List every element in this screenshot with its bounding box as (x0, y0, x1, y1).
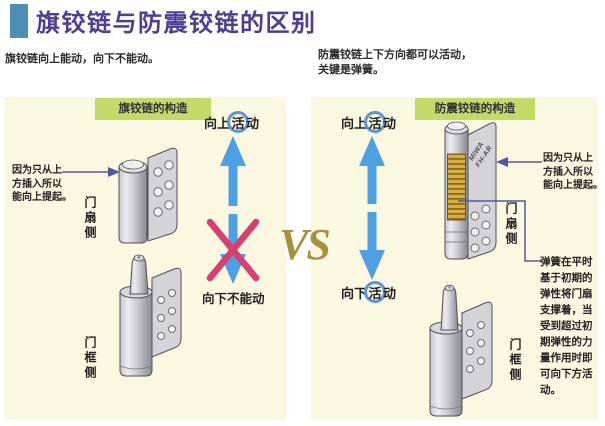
up-arrow-icon (220, 136, 246, 206)
pin-tip-dot (137, 256, 141, 259)
left-callout-arrow-icon (62, 167, 120, 177)
right-down-label-pre: 向下 (341, 285, 368, 301)
page-title: 旗铰链与防震铰链的区别 (36, 10, 317, 37)
spring-callout-connector-line (458, 200, 542, 262)
intro-text-flag-hinge: 旗铰链向上能动，向下不能动。 (5, 53, 159, 65)
right-door-leaf-label: 门扇侧 (504, 202, 518, 247)
right-up-move-label: 向上活动 (341, 110, 396, 134)
cross-icon (206, 218, 260, 282)
left-down-move-label: 向下不能动 (202, 292, 265, 306)
left-up-label-pre: 向上 (204, 115, 231, 131)
left-movement-arrows (206, 136, 260, 284)
hinge-plate (151, 267, 182, 358)
right-down-move-label: 向下活动 (341, 280, 396, 304)
flag-hinge-bottom-illustration (119, 254, 182, 377)
barrel-cap (447, 121, 466, 131)
left-callout-text: 因为只从上 方插入所以 能向上提起。 (12, 165, 72, 203)
hinge-barrel (118, 166, 148, 244)
hinge-screw-holes (153, 160, 174, 217)
left-door-leaf-label: 门扇侧 (83, 196, 97, 241)
title-accent-bar (10, 4, 28, 38)
hinge-screw-holes (470, 204, 491, 253)
spring-coil (447, 153, 466, 221)
hinge-barrel (119, 291, 153, 377)
right-callout-arrow-icon (496, 157, 542, 167)
antivibration-hinge-top-illustration (444, 121, 497, 260)
hinge-screw-holes (466, 321, 485, 373)
intro-text-antivibration-hinge: 防震铰链上下方向都可以活动， 关键是弹簧。 (318, 49, 472, 76)
right-movement-arrows (359, 136, 385, 280)
left-up-move-label: 向上活动 (204, 110, 259, 134)
barrel-bottom-seam (119, 365, 153, 370)
antivibration-hinge-bottom-illustration (429, 284, 493, 417)
hinge-pin (440, 285, 459, 331)
right-callout-top-text: 因为只从上 方插入所以 能向上提起。 (543, 153, 603, 191)
pin-tip-dot (448, 286, 451, 289)
hinge-barrel (429, 327, 463, 417)
right-up-circle-highlight: 活 (364, 111, 387, 133)
flag-hinge-panel-header: 旗铰链的构造 (95, 98, 211, 120)
right-down-circle-highlight: 活 (364, 281, 387, 303)
right-down-label-post: 动 (383, 285, 397, 301)
right-door-frame-label: 门框侧 (508, 338, 522, 383)
flag-hinge-top-illustration (118, 147, 178, 244)
left-up-circle-highlight: 活 (227, 111, 250, 133)
hinge-screw-holes (157, 289, 176, 340)
left-door-frame-label: 门框侧 (83, 336, 97, 381)
up-arrow-icon (359, 136, 385, 204)
spring-callout-text: 弹簧在平时 基于初期的 弹性将门扇 支撑着，当 受到超过初 期弹性的力 量作用时… (540, 256, 593, 396)
down-arrow-icon (359, 212, 385, 280)
left-up-label-post: 动 (246, 115, 260, 131)
barrel-cap (122, 159, 144, 170)
vs-label: VS (279, 220, 331, 269)
right-up-label-pre: 向上 (341, 115, 368, 131)
hinge-pin (129, 255, 149, 295)
barrel-bottom-seam (429, 405, 463, 410)
right-up-label-post: 动 (383, 115, 397, 131)
antivibration-hinge-panel-header: 防震铰链的构造 (415, 98, 535, 120)
